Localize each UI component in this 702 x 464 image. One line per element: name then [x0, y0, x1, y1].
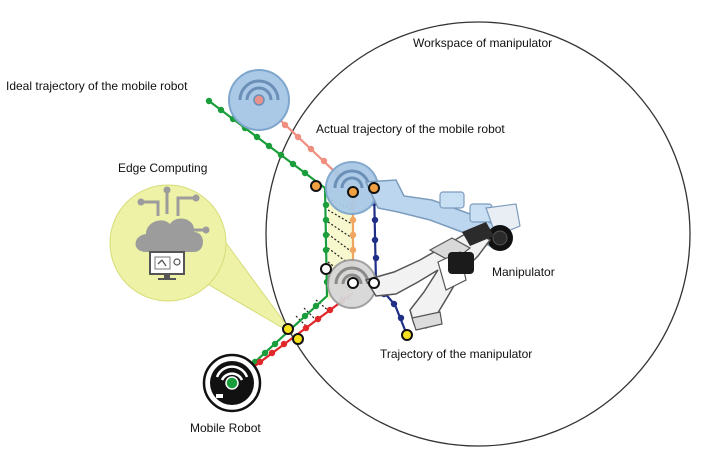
trajectory-markers — [282, 180, 413, 345]
edge-computing-bubble — [109, 184, 294, 335]
ideal-robot-ghost-icon — [228, 69, 290, 131]
mobile-robot-label: Mobile Robot — [190, 421, 261, 435]
workspace-label: Workspace of manipulator — [413, 36, 552, 50]
mobile-robot-icon — [202, 353, 262, 413]
manipulator-trajectory-label: Trajectory of the manipulator — [380, 347, 532, 361]
manipulator-arm-icon — [364, 179, 521, 251]
manipulator-arm-lower-icon — [364, 222, 494, 331]
monitor-icon — [149, 251, 185, 280]
edge-computing-label: Edge Computing — [118, 161, 207, 175]
workspace-circle — [265, 21, 691, 447]
manipulator-label: Manipulator — [492, 265, 555, 279]
ideal-trajectory-label: Ideal trajectory of the mobile robot — [6, 79, 188, 93]
actual-trajectory-label: Actual trajectory of the mobile robot — [316, 122, 505, 136]
cloud-icon — [135, 186, 210, 252]
